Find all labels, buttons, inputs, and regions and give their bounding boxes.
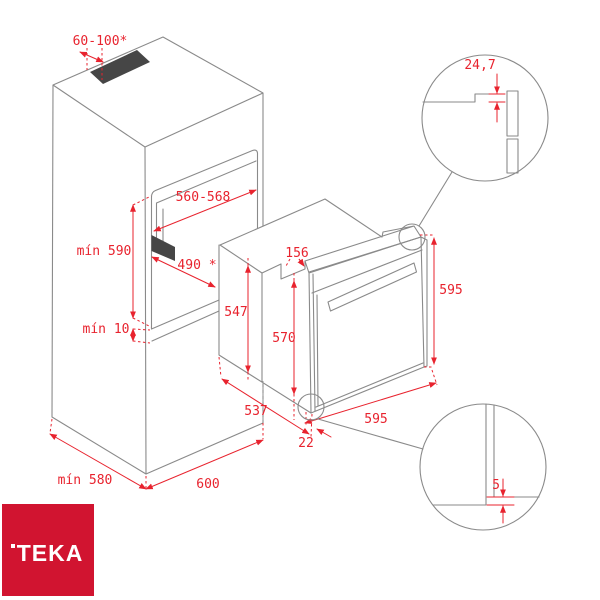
dim-front-height: 595 <box>420 234 463 368</box>
cabinet-top-vent <box>90 50 150 84</box>
dim-body-depth-label: 537 <box>244 404 267 419</box>
dim-niche-width-label: 560-568 <box>176 190 231 205</box>
dim-body-height: 547 <box>224 258 251 380</box>
dim-niche-width: 560-568 <box>153 189 257 232</box>
dim-cabinet-vent: 60-100* <box>73 34 128 80</box>
dim-body-depth: 537 <box>218 356 313 438</box>
dim-bottom-gap: mín 10 <box>83 322 151 344</box>
detail-circle-top <box>421 54 549 182</box>
dim-body-height-label: 547 <box>224 305 247 320</box>
logo-dot <box>11 544 15 548</box>
dim-front-width-label: 595 <box>364 412 387 427</box>
detail-marker-bottom <box>297 393 325 421</box>
logo-wordmark: TEKA <box>17 540 84 566</box>
dim-niche-height-label: mín 590 <box>77 244 132 259</box>
brand-logo: TEKA <box>2 504 94 596</box>
dim-niche-height: mín 590 <box>77 195 152 328</box>
niche-shelf-line <box>151 310 220 342</box>
logo-background <box>2 504 94 596</box>
dim-shelf-depth: 490 * <box>151 256 217 288</box>
oven-handle-window <box>327 262 418 312</box>
dim-front-overhang-label: 22 <box>298 436 314 451</box>
detail-marker-top <box>398 223 426 251</box>
detail-circle-bottom <box>419 403 547 531</box>
dim-cabinet-width-label: 600 <box>196 477 219 492</box>
dim-cabinet-width: 600 <box>145 439 264 492</box>
oven-control-band-line <box>311 249 423 294</box>
dim-cabinet-vent-label: 60-100* <box>73 34 128 49</box>
dim-shelf-depth-label: 490 * <box>177 258 216 273</box>
niche-vent-strip <box>151 235 175 261</box>
detail-callout-bottom: 5 <box>297 393 547 531</box>
dim-front-height-label: 595 <box>439 283 462 298</box>
detail-top-label: 24,7 <box>464 58 495 73</box>
dim-notch-width: 156 <box>285 246 308 266</box>
dim-bottom-gap-label: mín 10 <box>83 322 130 337</box>
detail-bottom-label: 5 <box>492 478 500 493</box>
oven-body-edges <box>218 198 383 414</box>
dim-cabinet-depth-label: mín 580 <box>58 473 113 488</box>
dim-door-height-label: 570 <box>272 331 295 346</box>
oven-drawing <box>218 198 428 414</box>
dim-front-overhang: 22 <box>298 428 332 451</box>
detail-callout-top: 24,7 <box>398 54 549 251</box>
dim-notch-width-label: 156 <box>285 246 308 261</box>
